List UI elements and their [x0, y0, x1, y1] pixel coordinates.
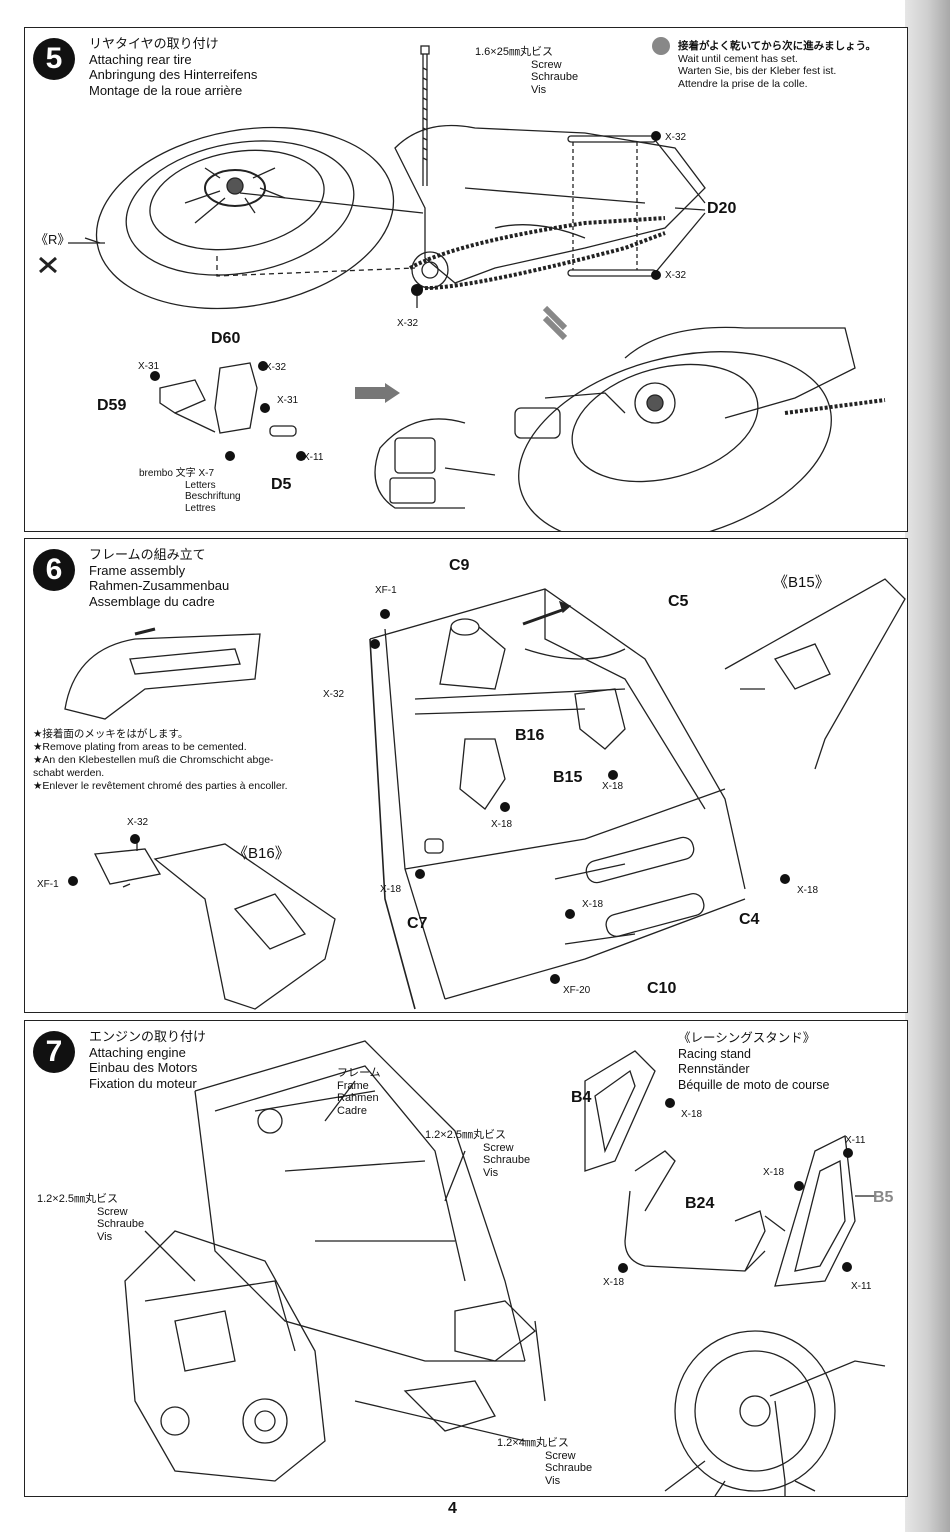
cement-note: 接着がよく乾いてから次に進みましょう。 Wait until cement ha…	[678, 40, 877, 90]
label-x32: X-32	[397, 318, 419, 329]
screw-spec-label-left: 1.2×2.5㎜丸ビス Screw Schraube Vis	[37, 1193, 145, 1243]
title-jp: リヤタイヤの取り付け	[89, 36, 219, 51]
step-7-panel: 7 エンジンの取り付け Attaching engine Einbau des …	[24, 1020, 908, 1497]
step-title-block: フレームの組み立て Frame assembly Rahmen-Zusammen…	[89, 547, 229, 609]
frame-label: フレーム Frame Rahmen Cadre	[337, 1067, 381, 1117]
racing-stand-title: 《レーシングスタンド》 Racing stand Rennständer Béq…	[678, 1031, 830, 1092]
step-number: 6	[33, 549, 75, 591]
label-xf1: XF-1	[37, 879, 59, 890]
part-label-b15-ref: 《B15》	[773, 574, 830, 591]
part-label-d60: D60	[211, 330, 241, 347]
screw-spec-label-lower: 1.2×4㎜丸ビス Screw Schraube Vis	[497, 1437, 593, 1487]
plating-removal-note: ★接着面のメッキをはがします。 ★Remove plating from are…	[33, 728, 288, 792]
part-label-b4: B4	[571, 1089, 592, 1106]
screw-spec-label: 1.6×25㎜丸ビス Screw Schraube Vis	[475, 46, 579, 96]
label-x11: X-11	[851, 1281, 872, 1292]
label-x18: X-18	[602, 781, 624, 792]
label-xf1: XF-1	[375, 585, 397, 596]
step-number: 7	[33, 1031, 75, 1073]
title-jp: エンジンの取り付け	[89, 1029, 207, 1044]
part-label-c7: C7	[407, 915, 428, 932]
label-x32: X-32	[127, 817, 149, 828]
label-x18: X-18	[582, 899, 604, 910]
title-de: Rahmen-Zusammenbau	[89, 578, 230, 593]
label-x11: X-11	[845, 1135, 866, 1146]
part-label-r: 《R》	[35, 232, 71, 247]
part-label-c10: C10	[647, 980, 677, 997]
step-5-panel: 5 リヤタイヤの取り付け Attaching rear tire Anbring…	[24, 27, 908, 532]
page-number: 4	[448, 1500, 457, 1517]
label-x32: X-32	[323, 689, 345, 700]
title-fr: Fixation du moteur	[89, 1075, 197, 1091]
page-edge-shadow	[905, 0, 950, 1532]
label-x31: X-31	[277, 395, 299, 406]
rear-tire-illustration	[39, 37, 886, 531]
screw-spec-label-upper: 1.2×2.5㎜丸ビス Screw Schraube Vis	[425, 1129, 531, 1179]
part-label-c5: C5	[668, 593, 689, 610]
label-x11: X-11	[303, 452, 324, 463]
part-label-d5: D5	[271, 476, 292, 493]
title-de: Einbau des Motors	[89, 1060, 198, 1075]
part-label-b16: B16	[515, 727, 545, 744]
letters-decal-label: brembo 文字 X-7 Letters Beschriftung Lettr…	[139, 468, 241, 514]
label-x18: X-18	[681, 1109, 703, 1120]
part-label-b16-ref: 《B16》	[233, 845, 290, 862]
title-de: Anbringung des Hinterreifens	[89, 67, 258, 82]
step-title-block: リヤタイヤの取り付け Attaching rear tire Anbringun…	[89, 36, 257, 98]
step-number: 5	[33, 38, 75, 80]
label-x18: X-18	[491, 819, 513, 830]
step-6-panel: 6 フレームの組み立て Frame assembly Rahmen-Zusamm…	[24, 538, 908, 1013]
part-label-b5: B5	[873, 1189, 894, 1206]
part-label-d59: D59	[97, 397, 127, 414]
part-label-c4: C4	[739, 911, 760, 928]
step-title-block: エンジンの取り付け Attaching engine Einbau des Mo…	[89, 1029, 206, 1091]
label-xf20: XF-20	[563, 985, 591, 996]
label-x18: X-18	[380, 884, 402, 895]
part-label-d20: D20	[707, 200, 737, 217]
title-fr: Montage de la roue arrière	[89, 82, 243, 98]
label-x18: X-18	[603, 1277, 625, 1288]
title-en: Frame assembly	[89, 562, 186, 578]
title-fr: Assemblage du cadre	[89, 593, 215, 609]
part-label-c9: C9	[449, 557, 470, 574]
title-jp: フレームの組み立て	[89, 547, 206, 562]
label-x32: X-32	[665, 270, 687, 281]
part-label-b24: B24	[685, 1195, 715, 1212]
label-x31: X-31	[138, 361, 160, 372]
part-label-b15: B15	[553, 769, 583, 786]
title-en: Attaching engine	[89, 1044, 186, 1060]
label-x18: X-18	[797, 885, 819, 896]
label-x32: X-32	[265, 362, 287, 373]
label-x32: X-32	[665, 132, 687, 143]
title-en: Attaching rear tire	[89, 51, 192, 67]
label-x18: X-18	[763, 1167, 785, 1178]
